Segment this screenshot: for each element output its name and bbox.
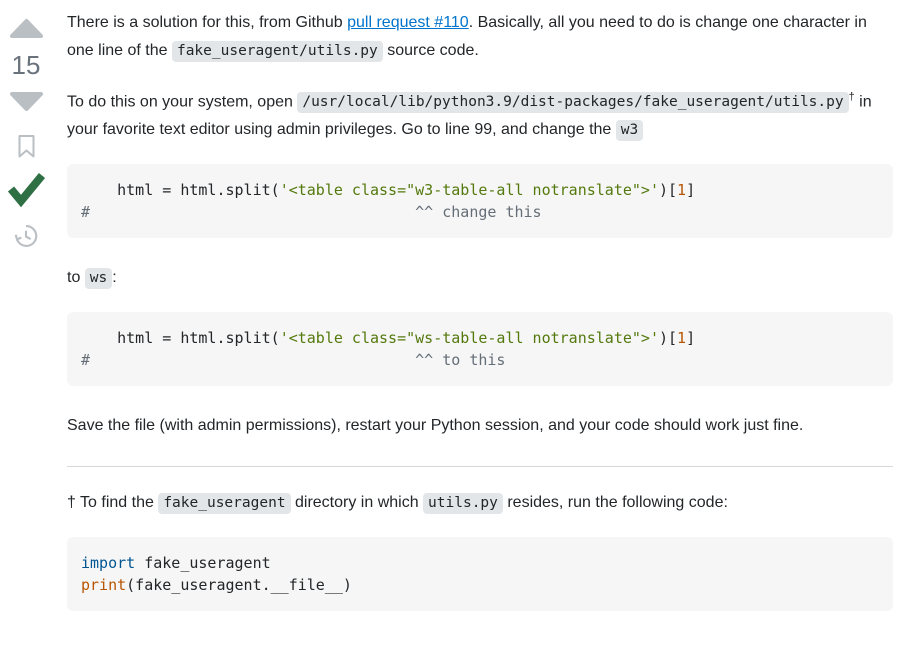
code-token-plain: )[ [658,329,678,348]
vote-score: 15 [11,50,41,80]
text-run: : [112,269,117,287]
code-token-plain: html = html.split( [81,181,280,200]
text-run: . Basically, all you need to do is chang… [67,14,867,59]
text-run: † To find the [67,494,159,512]
code-token-plain: html = html.split( [81,329,280,348]
text-run: directory in which [290,494,424,512]
downvote-button[interactable] [8,91,45,112]
divider [67,466,893,468]
text-run: in your favorite text editor using admin… [67,93,872,139]
code-token-comment: # ^^ change this [81,203,542,222]
answer-paragraph-1: There is a solution for this, from Githu… [67,9,893,65]
accepted-answer-indicator [7,172,46,207]
footnote-marker: † [848,91,855,103]
code-token-num: 1 [677,181,687,200]
code-token-plain: ] [686,181,696,200]
inline-code: fake_useragent/utils.py [171,41,383,62]
history-clock-icon [14,225,38,247]
code-token-str: '<table class="w3-table-all notranslate"… [279,181,659,200]
upvote-button[interactable] [8,18,45,39]
answer-paragraph-to: to ws: [67,264,893,292]
code-token-plain: ] [686,329,696,348]
inline-code: fake_useragent [158,493,291,515]
answer-paragraph-2: To do this on your system, open /usr/loc… [67,83,893,144]
footnote-paragraph: † To find the fake_useragent directory i… [67,489,893,517]
vote-cell: 15 [0,0,52,250]
answer-post: 15 There is a solution for this, from G [0,0,913,637]
code-token-str: '<table class="ws-table-all notranslate"… [279,329,659,348]
green-checkmark-icon [7,172,45,207]
code-token-comment: # ^^ to this [81,351,506,370]
text-run: Save the file (with admin permissions), … [67,417,804,435]
answer-body: There is a solution for this, from Githu… [67,0,913,637]
history-button[interactable] [12,222,40,250]
up-arrow-icon [9,19,43,38]
text-run: resides, run the following code: [502,494,728,512]
text-run: To do this on your system, open [67,93,298,111]
inline-code: /usr/local/lib/python3.9/dist-packages/f… [297,92,849,114]
bookmark-icon [18,135,34,158]
code-block-find-dir: import fake_useragent print(fake_userage… [67,537,893,612]
code-token-plain: fake_useragent [135,554,271,573]
down-arrow-icon [9,92,43,111]
code-token-kw: import [81,554,136,573]
text-run: source code. [382,42,479,59]
code-token-plain: (fake_useragent.__file__) [126,576,352,595]
bookmark-button[interactable] [16,134,37,159]
inline-code: utils.py [423,493,503,515]
inline-code: ws [84,268,113,290]
code-token-builtin: print [81,576,127,595]
code-block-ws: html = html.split('<table class="ws-tabl… [67,312,893,387]
code-token-num: 1 [677,329,687,348]
answer-paragraph-3: Save the file (with admin permissions), … [67,412,893,440]
text-run: to [67,269,85,287]
inline-code: w3 [615,120,644,142]
pull-request-link[interactable]: pull request #110 [347,14,469,31]
text-run: There is a solution for this, from Githu… [67,14,348,31]
code-token-plain: )[ [658,181,678,200]
code-block-w3: html = html.split('<table class="w3-tabl… [67,164,893,239]
